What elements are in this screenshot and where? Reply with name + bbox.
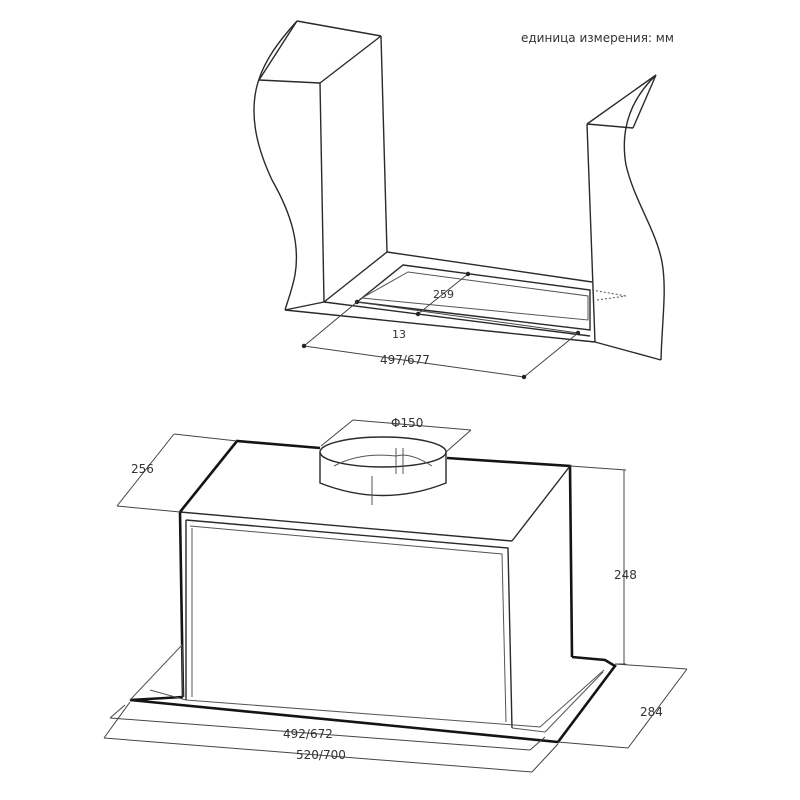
hood-unit: Φ150 256 248 284 492/672 [103, 416, 688, 773]
cabinet-left-wall [253, 20, 388, 311]
cabinet-base [284, 251, 596, 343]
cabinet-right-wall [586, 74, 665, 361]
dim-label-497-677: 497/677 [380, 353, 430, 367]
dim-hood-492-672: 492/672 [109, 704, 546, 751]
dim-cabinet-497-677: 497/677 [301, 301, 579, 380]
dim-label-284: 284 [640, 705, 663, 719]
dim-label-248: 248 [614, 568, 637, 582]
dim-label-520-700: 520/700 [296, 748, 346, 762]
dim-label-259: 259 [433, 288, 454, 301]
hood-bottom-flange [129, 643, 617, 744]
dim-label-492-672: 492/672 [283, 727, 333, 741]
dim-hood-256: 256 [116, 433, 238, 513]
hood-front-face [178, 511, 513, 729]
dim-hood-520-700: 520/700 [103, 701, 559, 773]
cabinet-cutout-hole [355, 264, 627, 331]
dim-label-13: 13 [392, 328, 406, 341]
dim-hood-duct-150: Φ150 [320, 416, 472, 453]
dim-cabinet-259: 259 [415, 271, 471, 317]
hood-top-face [178, 439, 574, 658]
dim-hood-284: 284 [557, 663, 688, 749]
cabinet-cutout: 259 13 497/677 [253, 20, 665, 380]
unit-note: единица измерения: мм [521, 31, 674, 45]
dim-label-150: Φ150 [391, 416, 423, 430]
hood-duct-collar [319, 436, 447, 505]
dim-label-256: 256 [131, 462, 154, 476]
dim-hood-248: 248 [569, 465, 637, 665]
